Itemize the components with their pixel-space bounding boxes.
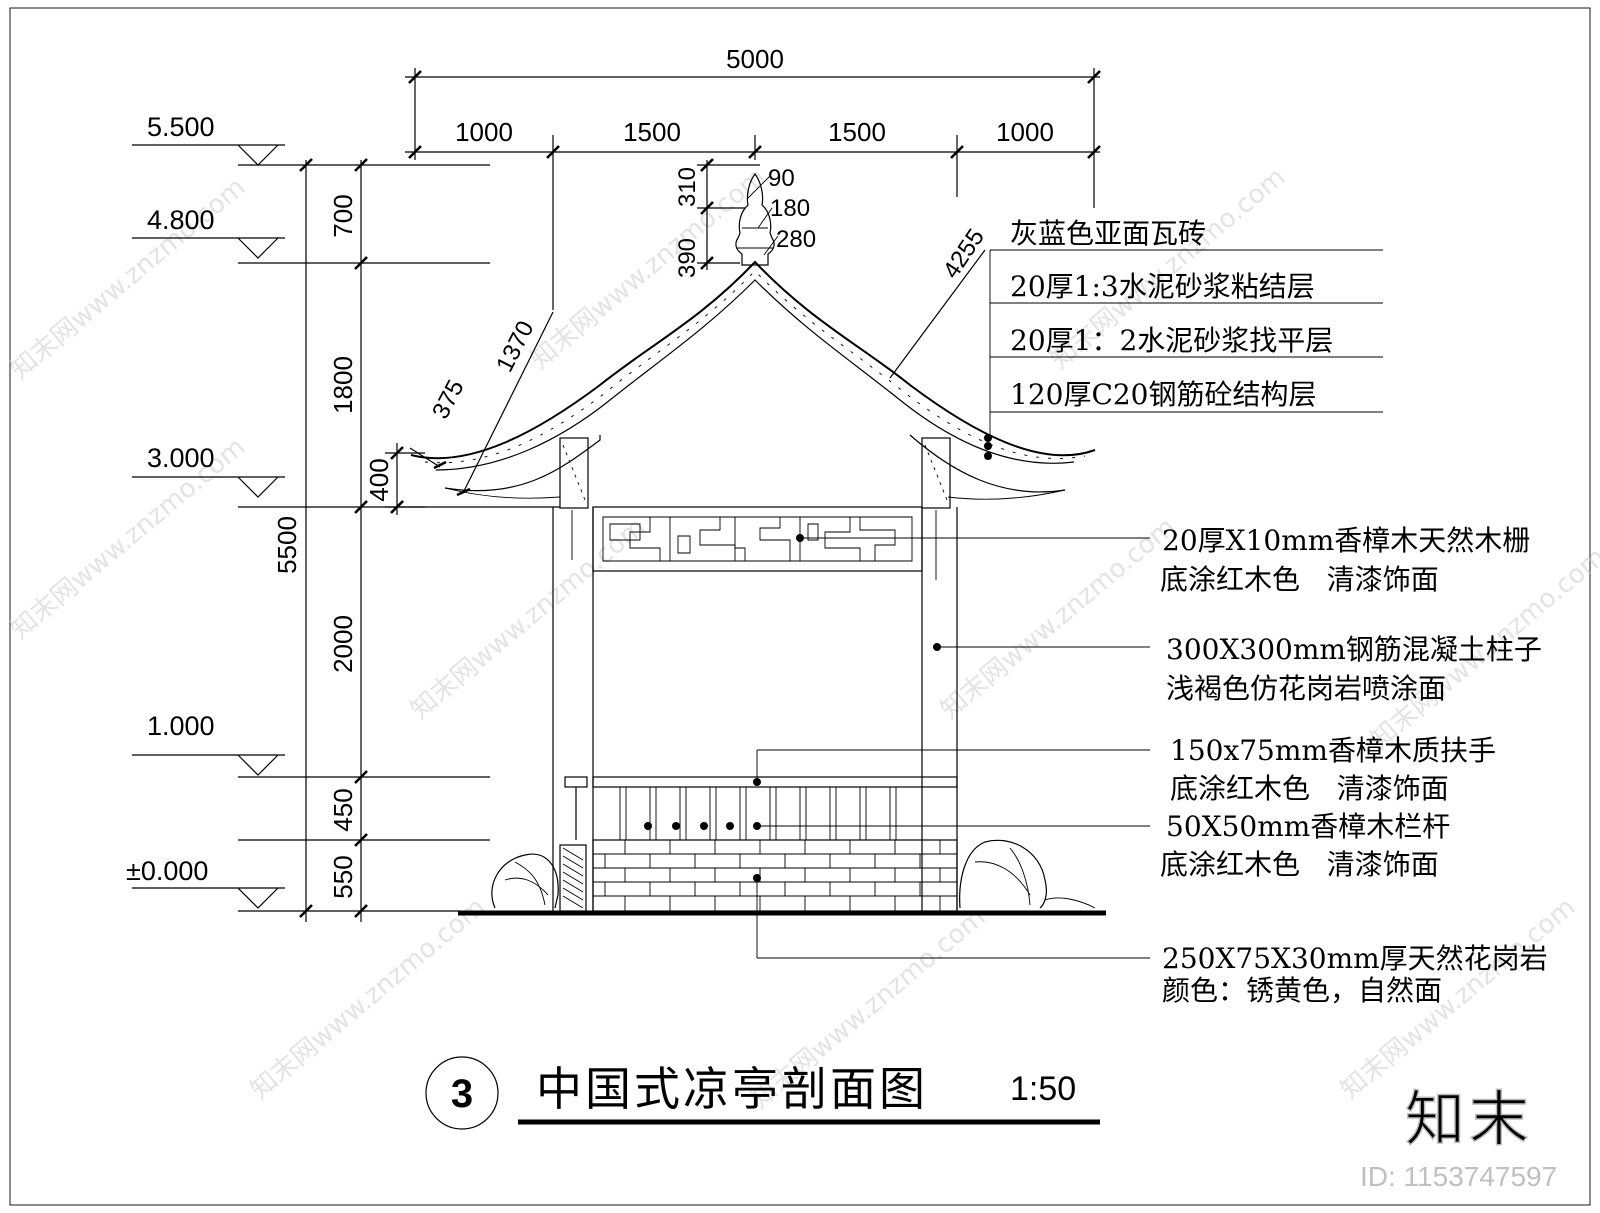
note-line: 150x75mm香樟木质扶手 [1170, 734, 1496, 767]
landscape-rocks [458, 839, 1106, 916]
elevation-label: 5.500 [147, 112, 215, 142]
brand-logo-text: 知末 [1405, 1086, 1533, 1153]
pavilion-columns [552, 507, 958, 911]
note-line: 浅褐色仿花岗岩喷涂面 [1166, 672, 1446, 705]
drawing-number-circle [425, 1056, 499, 1130]
railing [564, 776, 958, 840]
dim-left-segment: 550 [328, 855, 358, 898]
note-line: 底涂红木色 清漆饰面 [1160, 563, 1439, 596]
roof-layer-label: 20厚1:3水泥砂浆粘结层 [1010, 270, 1315, 303]
brick-base [559, 839, 958, 912]
dim-finial: 180 [770, 195, 810, 222]
note-line: 50X50mm香樟木栏杆 [1166, 810, 1450, 843]
elevation-label: 4.800 [147, 205, 215, 235]
roof-layer-label: 20厚1：2水泥砂浆找平层 [1010, 324, 1333, 357]
watermark-id: ID: 1153747597 [1360, 1161, 1557, 1192]
note-line: 颜色：锈黄色，自然面 [1162, 974, 1442, 1007]
dim-top-segment: 1000 [455, 117, 513, 147]
elevation-label: 3.000 [147, 443, 215, 473]
dim-finial: 90 [768, 165, 795, 192]
drawing-number: 3 [451, 1072, 473, 1116]
material-notes: 20厚X10mm香樟木天然木栅 底涂红木色 清漆饰面 300X300mm钢筋混凝… [1160, 524, 1548, 1007]
watermark-text: 知末网www.znzmo.com [935, 512, 1181, 725]
dim-top-total: 5000 [726, 44, 784, 74]
drawing-title: 中国式凉亭剖面图 [536, 1063, 928, 1115]
dim-roof: 375 [427, 375, 470, 423]
top-dimensions: 5000 1000 1500 1500 1000 [405, 44, 1101, 310]
elevation-marks: 5.500 4.800 3.000 1.000 ±0.000 [126, 112, 560, 912]
drawing-title-block: 3 中国式凉亭剖面图 1:50 [425, 1056, 1100, 1130]
dim-left-segment: 1800 [328, 356, 358, 414]
note-line: 250X75X30mm厚天然花岗岩 [1162, 942, 1548, 975]
dim-top-segment: 1500 [828, 117, 886, 147]
sheet-border [9, 7, 1591, 1206]
annotation-leaders [753, 249, 1383, 959]
dim-finial: 310 [674, 167, 701, 207]
dim-left-total: 5500 [272, 516, 302, 574]
note-line: 底涂红木色 清漆饰面 [1160, 848, 1439, 881]
elevation-label: 1.000 [147, 711, 215, 741]
dim-left-segment: 400 [364, 458, 394, 501]
watermark-text: 知末网www.znzmo.com [405, 512, 651, 725]
elevation-label: ±0.000 [126, 856, 208, 886]
dim-top-segment: 1000 [996, 117, 1054, 147]
left-dimensions: 5500 700 1800 400 2000 450 550 [272, 158, 425, 922]
dim-left-segment: 450 [328, 788, 358, 831]
brand-watermark: 知末 ID: 1153747597 [1360, 1085, 1557, 1192]
dim-finial: 390 [674, 238, 701, 278]
dim-finial: 280 [776, 226, 816, 253]
pavilion-roof [410, 172, 1096, 509]
dim-top-segment: 1500 [623, 117, 681, 147]
drawing-scale: 1:50 [1010, 1070, 1076, 1108]
dim-left-segment: 2000 [328, 615, 358, 673]
note-line: 20厚X10mm香樟木天然木栅 [1162, 524, 1530, 557]
lattice-screen [592, 506, 923, 572]
note-line: 底涂红木色 清漆饰面 [1170, 772, 1449, 805]
roof-layer-labels: 灰蓝色亚面瓦砖 20厚1:3水泥砂浆粘结层 20厚1：2水泥砂浆找平层 120厚… [1010, 217, 1333, 411]
roof-layer-label: 灰蓝色亚面瓦砖 [1010, 217, 1206, 250]
dim-left-segment: 700 [328, 194, 358, 237]
watermark-text: 知末网www.znzmo.com [525, 162, 771, 375]
roof-layer-label: 120厚C20钢筋砼结构层 [1010, 378, 1317, 411]
note-line: 300X300mm钢筋混凝土柱子 [1166, 633, 1542, 666]
finial-dimensions: 310 390 90 180 280 [674, 158, 816, 278]
